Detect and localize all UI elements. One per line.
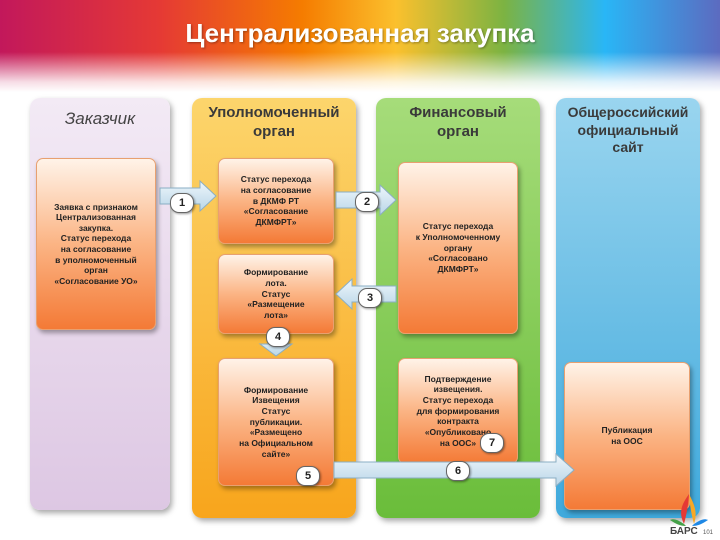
financial-status-text: Статус перехода к Уполномоченному органу… <box>415 221 501 274</box>
notice-confirmation-text: Подтверждение извещения. Статус перехода… <box>416 373 500 448</box>
column-customer-label: Заказчик <box>64 109 136 128</box>
step-badge-4: 4 <box>266 327 290 347</box>
page-number: 101 <box>703 530 714 536</box>
column-financial-body-label: Финансовый орган <box>409 104 507 140</box>
lot-formation-text: Формирование лота. Статус «Размещение ло… <box>243 267 309 320</box>
bars-logo-icon <box>670 494 708 526</box>
step-badge-1: 1 <box>170 193 194 213</box>
step-badge-7: 7 <box>480 433 504 453</box>
page-title: Централизованная закупка <box>185 18 535 48</box>
header-gradient-band <box>0 0 720 92</box>
notice-formation-text: Формирование Извещения Статус публикации… <box>239 384 313 459</box>
step-badge-2: 2 <box>355 192 379 212</box>
status-dkmf-text: Статус перехода на согласование в ДКМФ Р… <box>240 174 312 227</box>
customer-request-text: Заявка с признаком Централизованная заку… <box>54 201 138 286</box>
step-badge-5: 5 <box>296 466 320 486</box>
column-authorized-body-label: Уполномоченный орган <box>208 104 340 140</box>
publish-oos-text: Публикация на ООС <box>601 425 653 446</box>
step-badge-6: 6 <box>446 461 470 481</box>
financial-status-box: Статус перехода к Уполномоченному органу… <box>398 162 518 334</box>
bars-logo-text: БАРС <box>670 526 698 537</box>
publish-oos-box: Публикация на ООС <box>564 362 690 510</box>
status-dkmf-box: Статус перехода на согласование в ДКМФ Р… <box>218 158 334 244</box>
column-official-site-label: Общероссийский официальный сайт <box>567 104 689 155</box>
lot-formation-box: Формирование лота. Статус «Размещение ло… <box>218 254 334 334</box>
step-badge-3: 3 <box>358 288 382 308</box>
notice-formation-box: Формирование Извещения Статус публикации… <box>218 358 334 486</box>
customer-request-box: Заявка с признаком Централизованная заку… <box>36 158 156 330</box>
